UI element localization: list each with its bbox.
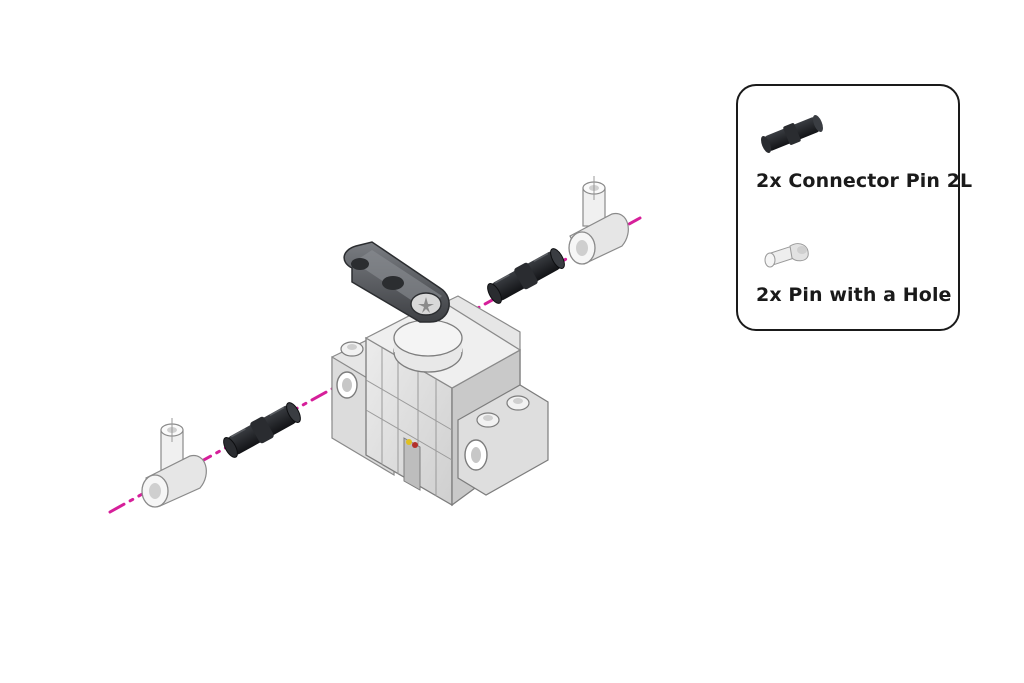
part-label-connector-pin: 2x Connector Pin 2L: [756, 170, 973, 192]
motor-body: [331, 295, 549, 507]
pin-with-hole-icon: [764, 243, 809, 268]
servo-hub: [393, 319, 463, 373]
connector-pin-2l-icon: [761, 115, 823, 153]
servo-arm: [343, 241, 450, 323]
parts-list-panel: 2x Connector Pin 2L 2x Pin with a Hole: [736, 84, 972, 331]
connector-pin-left: [223, 402, 301, 458]
pin-with-hole-right: [568, 176, 629, 265]
pin-with-hole-left: [141, 418, 207, 508]
part-label-pin-with-hole: 2x Pin with a Hole: [756, 284, 952, 306]
connector-pin-right: [487, 248, 565, 304]
